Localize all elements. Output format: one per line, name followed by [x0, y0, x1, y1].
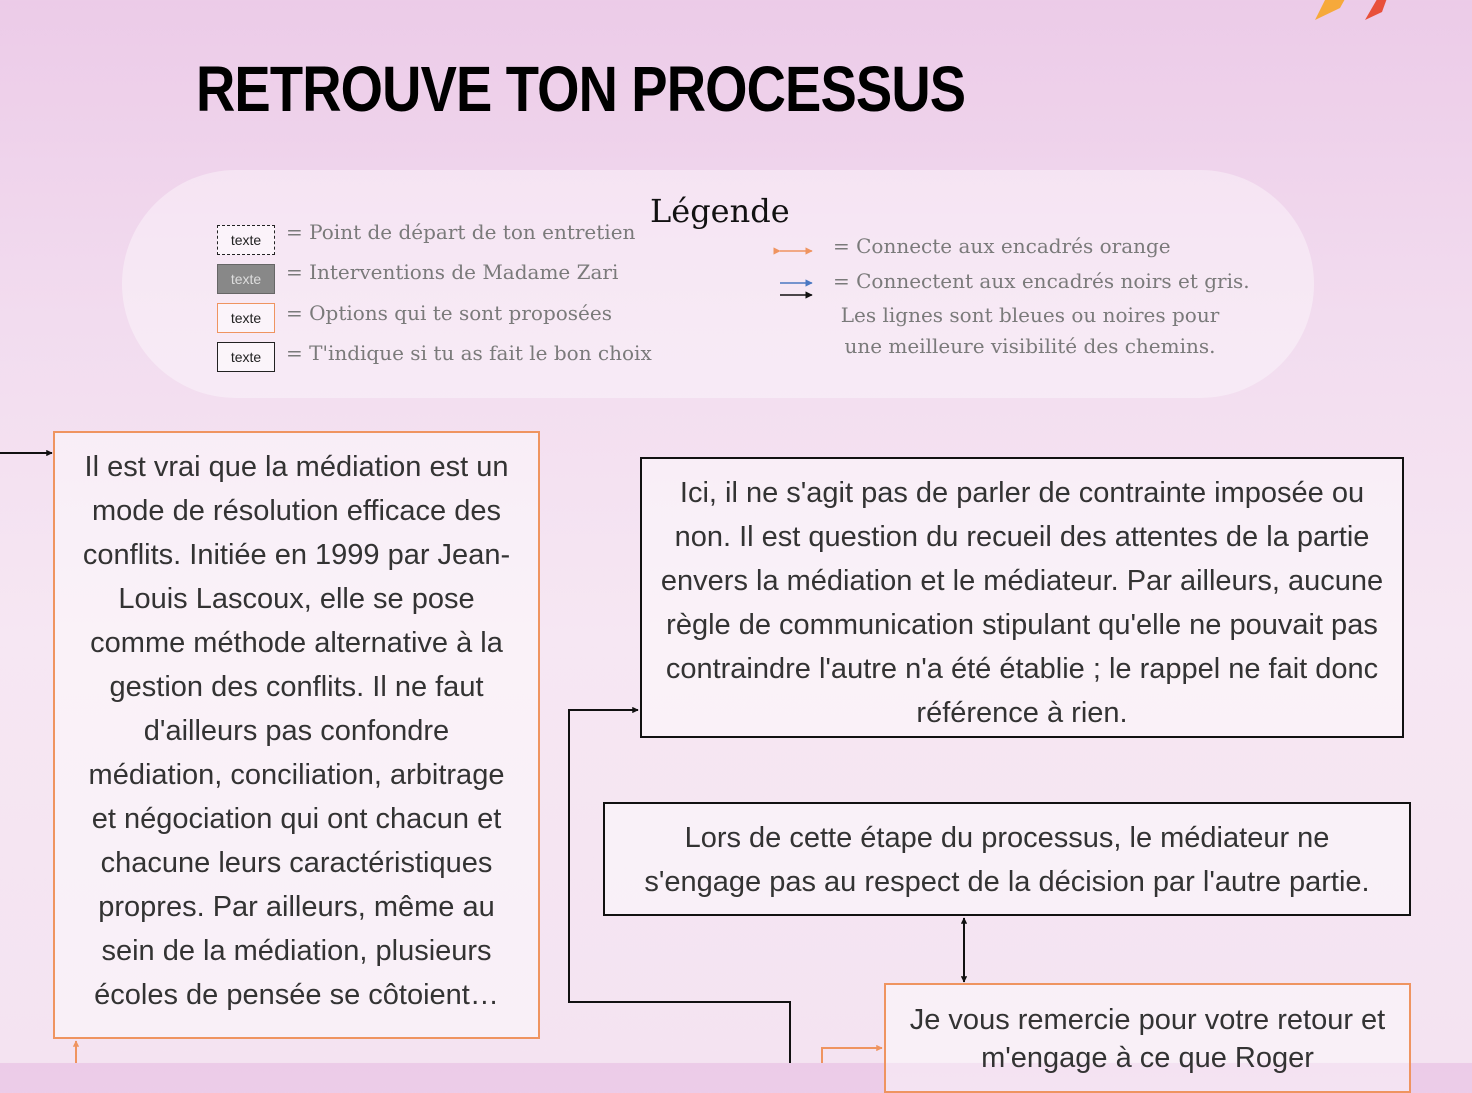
- legend-item-options: = Options qui te sont proposées: [286, 301, 612, 325]
- connector-to-expect: [568, 706, 791, 1063]
- feedback-box-step: Lors de cette étape du processus, le méd…: [603, 802, 1411, 916]
- legend-note-line: Les lignes sont bleues ou noires pour: [840, 303, 1220, 327]
- legend-heading: Légende: [650, 192, 790, 230]
- rocket-icon: [1315, 0, 1387, 20]
- legend-item-feedback: = T'indique si tu as fait le bon choix: [286, 341, 652, 365]
- feedback-box-expectations: Ici, il ne s'agit pas de parler de contr…: [640, 457, 1404, 738]
- legend-note: Les lignes sont bleues ou noires pour un…: [830, 300, 1230, 362]
- swatch-start: texte: [217, 225, 275, 255]
- legend-item-interventions: = Interventions de Madame Zari: [286, 260, 619, 284]
- legend-arrow-orange-label: = Connecte aux encadrés orange: [833, 234, 1171, 258]
- swatch-feedback: texte: [217, 342, 275, 372]
- legend-note-line: une meilleure visibilité des chemins.: [844, 334, 1216, 358]
- page-title: RETROUVE TON PROCESSUS: [196, 53, 966, 125]
- legend-panel: [122, 170, 1314, 398]
- feedback-text: Lors de cette étape du processus, le méd…: [644, 822, 1370, 898]
- connector-lines: [0, 247, 968, 1063]
- feedback-text: Ici, il ne s'agit pas de parler de contr…: [660, 477, 1384, 729]
- option-text: Je vous remercie pour votre retour et m'…: [909, 1004, 1386, 1074]
- option-box-intro[interactable]: Il est vrai que la médiation est un mode…: [53, 431, 540, 1039]
- option-text: Il est vrai que la médiation est un mode…: [82, 451, 511, 1011]
- connector-to-thanks: [821, 1044, 883, 1063]
- option-box-thanks[interactable]: Je vous remercie pour votre retour et m'…: [884, 983, 1411, 1093]
- legend-arrow-blue-black-label: = Connectent aux encadrés noirs et gris.: [833, 269, 1250, 293]
- swatch-interventions: texte: [217, 264, 275, 294]
- swatch-options: texte: [217, 303, 275, 333]
- legend-item-start: = Point de départ de ton entretien: [286, 220, 636, 244]
